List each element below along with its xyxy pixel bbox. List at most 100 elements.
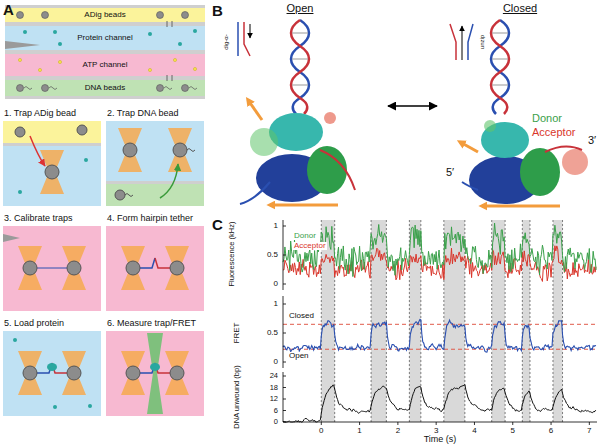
step-illustration-part: [150, 363, 160, 371]
step-illustration-part: [140, 258, 155, 268]
state-title: Closed: [503, 2, 537, 15]
tick-label: 1: [357, 427, 361, 435]
dye-label: Acceptor: [532, 127, 575, 138]
step-illustration: [3, 331, 101, 416]
trace-plots-part: [283, 226, 286, 227]
state-panel: Closed: [440, 2, 600, 210]
microfluidic-chip: [5, 5, 205, 99]
trace-plots-part: [283, 284, 286, 285]
step-panel: 2. Trap DNA bead: [106, 108, 204, 206]
helicase-closed-part: [484, 120, 496, 132]
dye-label: Donor: [532, 113, 562, 124]
tick-label: 6: [274, 407, 278, 415]
helicase-open-part: [292, 33, 308, 85]
trace-plots-part: [283, 255, 286, 256]
trace-plots-part: [492, 220, 505, 422]
step-illustration-part: [23, 261, 37, 275]
microfluidic-chip-part-part: [53, 30, 57, 34]
step-illustration: [106, 331, 204, 416]
step-panel: 5. Load protein: [3, 318, 101, 416]
step-illustration-part: [170, 261, 184, 275]
step-illustration-part: [3, 331, 101, 416]
microfluidic-chip-part-part: [23, 30, 27, 34]
tick-label: 7: [587, 427, 591, 435]
step-title: 3. Calibrate traps: [4, 213, 73, 223]
microfluidic-chip-part: [5, 5, 205, 99]
channel-band: ATP channel: [5, 54, 205, 76]
microfluidic-chip-part: [5, 54, 205, 76]
step-illustration-part: [187, 149, 195, 152]
step-illustration-part: [3, 143, 101, 146]
step-illustration-part: [160, 164, 178, 198]
axis-label: Fluorescence (kHz): [228, 221, 236, 286]
tick-label: 0: [274, 280, 278, 288]
step-illustration-part: [23, 366, 37, 380]
helicase-open-part: [291, 20, 309, 114]
step-illustration-part: [126, 261, 140, 275]
helicase-open: [238, 20, 355, 205]
microfluidic-chip-part-part: [178, 42, 182, 46]
microfluidic-chip-part-part: [182, 12, 189, 19]
trace-plots-part: [283, 319, 596, 352]
step-illustration-part: [168, 128, 192, 172]
microfluidic-chip-part: [167, 21, 172, 81]
step-illustration-part: [53, 405, 57, 409]
helicase-open-part: [248, 100, 262, 120]
step-illustration-part: [67, 366, 81, 380]
helicase-open-part: [250, 24, 251, 38]
step-illustration-part: [106, 331, 204, 416]
microfluidic-chip-part-part: [58, 60, 61, 63]
trace-plots-part: [321, 422, 322, 425]
trace-plots-part: [283, 372, 284, 422]
step-illustration-part: [3, 234, 20, 242]
helicase-open-part: [244, 22, 250, 56]
step-illustration: [3, 226, 101, 311]
state-label: Open: [288, 352, 310, 360]
step-illustration: [3, 121, 101, 206]
step-illustration-part: [84, 158, 88, 162]
tick-label: 2: [396, 427, 400, 435]
trace-plots-part: [283, 385, 596, 422]
microfluidic-chip-part-part: [193, 29, 197, 33]
tick-label: 0: [274, 358, 278, 366]
microfluidic-chip-part-part: [157, 85, 164, 92]
axis-label: FRET: [233, 323, 241, 344]
microfluidic-chip-part-part: [182, 85, 189, 92]
microfluidic-chip-part-part: [157, 12, 164, 19]
trace-plots-part: [283, 422, 597, 423]
legend-text: Acceptor: [293, 242, 327, 250]
helicase-closed-part: [482, 205, 560, 208]
helicase-closed-part: [562, 149, 588, 175]
step-title: 5. Load protein: [4, 318, 64, 328]
step-illustration-part: [106, 181, 204, 184]
trace-plots-part: [512, 422, 513, 425]
tick-label: 0.5: [267, 329, 278, 337]
trace-plots-part: [283, 333, 286, 334]
tick-label: 18: [270, 384, 278, 392]
state-title: Open: [287, 2, 314, 15]
step-illustration-part: [40, 150, 64, 194]
microfluidic-chip-part-part: [148, 68, 151, 71]
trace-plots-part: [283, 387, 286, 388]
step-illustration-part: [37, 268, 67, 269]
channel-name: Protein channel: [77, 33, 133, 42]
microfluidic-chip-part-part: [148, 32, 152, 36]
microfluidic-chip-part-part: [38, 68, 41, 71]
tick-label: 0: [274, 418, 278, 426]
channel-name: ADig beads: [84, 10, 125, 19]
helicase-closed-part: [520, 148, 560, 196]
tick-label: 24: [270, 372, 278, 380]
step-title: 1. Trap ADig bead: [4, 108, 76, 118]
helicase-closed-part: [545, 146, 582, 152]
helicase-open-part: [291, 20, 309, 114]
trace-plots-part: [474, 422, 475, 425]
trace-plots-part: [283, 296, 284, 368]
trace-plots-part: [551, 422, 552, 425]
channel-band: Protein channel: [5, 26, 205, 50]
microfluidic-chip-part: [23, 29, 197, 46]
tick-label: 1: [274, 222, 278, 230]
step-illustration-part: [106, 184, 204, 206]
trace-plots: [283, 220, 597, 425]
trace-plots-part: [589, 422, 590, 425]
channel-name: DNA beads: [85, 83, 125, 92]
